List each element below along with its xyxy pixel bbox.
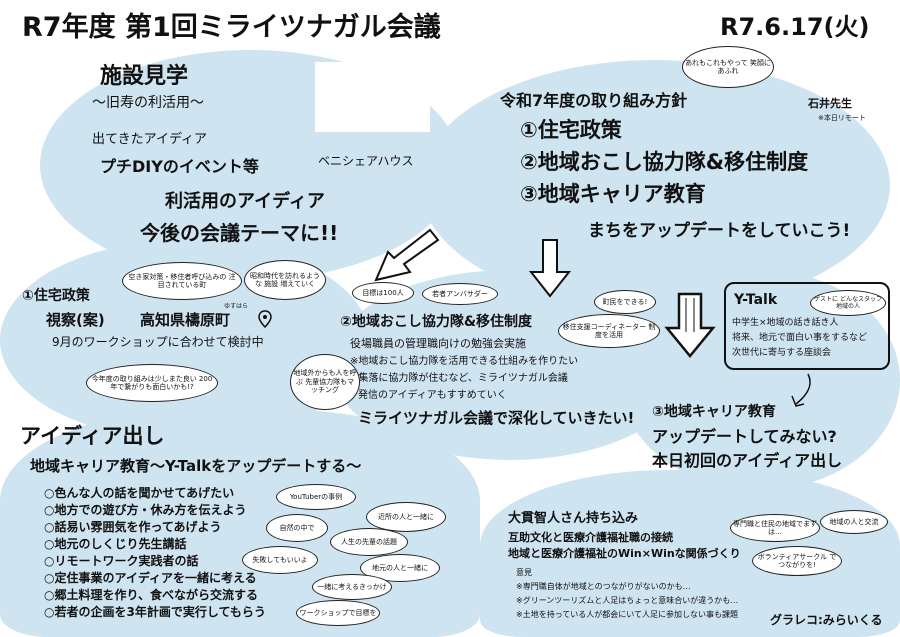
onuki-bubble-2: ボランティアサークル でつながりを! [752,546,842,576]
case-reading: ゆすはら [224,303,249,310]
list-item: ○若者の企画を3年計画で実行してもらう [44,605,266,619]
housing-bubble-1: 空き家対策・移住者呼び込みの 注目されている町 [122,262,242,300]
recruit-conclusion: ミライツナガル会議で深化していきたい! [358,409,635,427]
list-item: ○話易い雰囲気を作ってあげよう [44,520,222,534]
onuki-bubble-1: 専門職と住民の地域でまずは… [730,514,820,542]
ideas-heading: アイディア出し [20,424,165,448]
list-item: ○定住事業のアイディアを一緒に考える [44,571,257,585]
arrow-down-icon [528,239,572,298]
housing-heading: ①住宅政策 [22,288,90,304]
opinion-2: ※グリーンツーリズムと人足はちょっと意味合いが違うかも… [516,596,739,605]
tour-title: 施設見学 [100,64,189,89]
location-pin-icon [258,310,272,329]
speaker-bubble: あれもこれもやって 笑顔にあふれ [682,46,774,88]
bg-blob [420,60,890,310]
idea-bubble: 人生の先輩の話題 [330,528,408,556]
ytalk-desc-3: 次世代に寄与する座談会 [732,348,832,358]
footer-credit: グラレコ:みらいくる [770,613,883,627]
onuki-line-1: 互助文化と医療介護福祉職の接続 [508,531,673,544]
list-item: ○色んな人の話を聞かせてあげたい [44,486,235,500]
goal-bubble: 目標は100人 [352,282,414,304]
idea-bubble: 自然の中で [266,514,328,542]
career-line-2: 本日初回のアイディア出し [652,451,843,470]
tour-subtitle: 〜旧寿の利活用〜 [92,95,204,111]
onuki-line-2: 地域と医療介護福祉のWin×Winな関係づくり [508,547,741,560]
career-heading: ③地域キャリア教育 [652,404,776,420]
list-item: ○郷土料理を作り、食べながら交流する [44,588,258,602]
recruit-heading: ②地域おこし協力隊&移住制度 [340,314,533,330]
ytalk-title: Y-Talk [734,292,778,308]
policy-item-housing: ①住宅政策 [520,118,622,142]
policy-item-career: ③地域キャリア教育 [520,182,706,206]
housing-bubble-3: 今年度の取り組みは少しまた良い 200年で繋がりも面白いかも!? [86,364,218,402]
curved-arrow-icon [791,373,811,407]
list-item: ○地元のしくじり先生講話 [44,537,187,551]
ytalk-desc-1: 中学生×地域の話き話き人 [732,318,839,328]
recruit-side-bubble: 地域外からも人を呼ぶ 先輩協力隊もマッチング [290,354,360,410]
idea-bubble: 失敗してもいいよ [242,546,318,574]
onuki-bubble-3: 地域の人と交流 [820,510,888,534]
ideas-label: 出てきたアイディア [92,132,208,147]
ytalk-desc-2: 将来、地元で面白い事をするなど [732,333,868,343]
career-line-1: アップデートしてみない? [652,427,837,446]
ytalk-bubble: ゲストに どんなスタッフ 地域の人 [810,290,886,316]
idea-bubble: 地元の人と一緒に [360,554,440,582]
idea-bubble: ワークショップで目標を [296,600,380,626]
housing-plan: 9月のワークショップに合わせて検討中 [52,335,264,349]
recruit-line-1: 役場職員の管理職向けの勉強会実施 [350,337,526,350]
case-place: 高知県檮原町 [140,311,231,329]
policy-heading: 令和7年度の取り組み方針 [500,91,688,110]
ytalk-box [724,282,890,370]
page-title: R7年度 第1回ミライツナガル会議 [22,12,441,43]
opinion-3: ※土地を持っている人が都会にいて人足に参加しない事も課題 [516,610,739,619]
ideas-subheading: 地域キャリア教育〜Y-Talkをアップデートする〜 [30,457,362,475]
housing-bubble-2: 昭和時代を訪れるような 施設 増えていく [244,260,326,300]
coordinator-bubble: 移住支援コーディネーター 制度を活用 [558,314,660,348]
case-label: 視察(案) [46,311,105,329]
idea-bubble: 近所の人と一緒に [366,502,446,532]
list-item: ○リモートワーク実践者の話 [44,554,199,568]
recruit-line-3: ※集落に協力隊が住むなど、ミライツナガル会議 [350,373,568,384]
town-bubble: 町民をできる! [594,290,656,314]
idea-share-house: ベニシェアハウス [318,154,414,168]
utilize-ideas: 利活用のアイディア [165,191,325,212]
recruit-line-2: ※地域おこし協力隊を活用できる仕組みを作りたい [350,356,579,367]
idea-bubble: YouTuberの事例 [276,484,356,510]
meeting-date: R7.6.17(火) [720,13,870,41]
speaker-note: ※本日リモート [818,114,866,122]
idea-bubble: 一緒に考えるきっかけ [312,574,392,600]
arrow-down-big-icon [664,292,716,358]
policy-item-recruit: ②地域おこし協力隊&移住制度 [520,150,809,174]
recruit-line-4: 発信のアイディアもすすめていく [358,390,507,401]
onuki-heading: 大貫智人さん持ち込み [508,511,639,526]
list-item: ○地方での遊び方・休み方を伝えよう [44,503,247,517]
opinion-1: ※専門職自体が地域とのつながりがないのかも… [516,582,691,591]
ideas-list: ○色んな人の話を聞かせてあげたい ○地方での遊び方・休み方を伝えよう ○話易い雰… [44,484,266,620]
opinions-label: 意見 [516,568,532,577]
ambassador-bubble: 若者アンバサダー [422,283,498,305]
arrow-down-left-icon [374,228,440,282]
speaker-name: 石井先生 [808,97,852,110]
future-theme: 今後の会議テーマに!! [140,221,339,245]
policy-slogan: まちをアップデートをしていこう! [588,221,851,241]
whitespace-patch [315,62,430,132]
idea-diy-event: プチDIYのイベント等 [100,157,259,176]
